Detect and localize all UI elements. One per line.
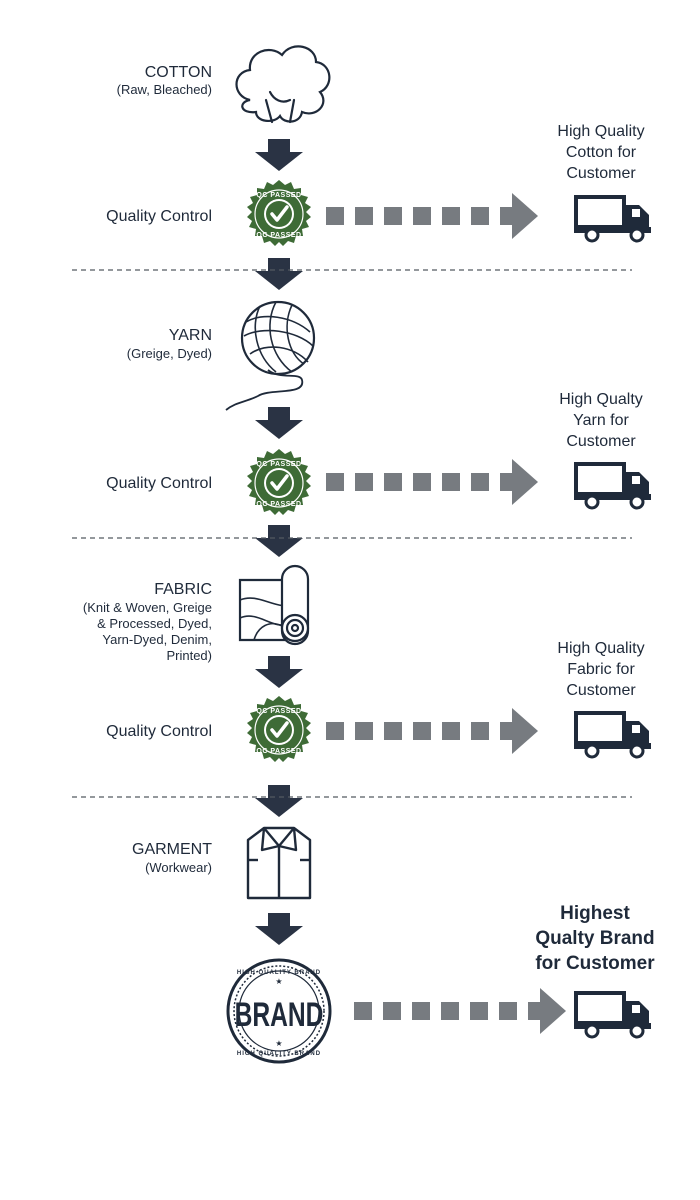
stage-subtitle-garment: (Workwear) (145, 860, 212, 875)
qc-passed-badge-icon (245, 178, 313, 248)
yarn-ball-icon (225, 300, 316, 411)
arrow-down-icon (255, 656, 303, 688)
stage-subtitle-fabric: (Knit & Woven, Greige & Processed, Dyed,… (12, 600, 212, 664)
arrow-down-icon (255, 785, 303, 817)
customer-output-fabric: High Quality Fabric for Customer (557, 640, 645, 699)
stage-subtitle-cotton: (Raw, Bleached) (116, 82, 212, 97)
qc-passed-badge-icon (245, 694, 313, 764)
arrow-down-icon (255, 139, 303, 171)
fabric-subtitle-line: Yarn-Dyed, Denim, (102, 632, 212, 647)
arrow-down-icon (255, 913, 303, 945)
truck-icon (572, 462, 653, 510)
fabric-subtitle-line: (Knit & Woven, Greige (82, 600, 212, 615)
svg-text:★: ★ (275, 1039, 282, 1048)
stage-subtitle-yarn: (Greige, Dyed) (126, 346, 212, 361)
shirt-icon (246, 826, 312, 900)
dashed-arrow-right-icon (354, 988, 566, 1034)
dashed-arrow-right-icon (326, 459, 538, 505)
stage-title-cotton: COTTON (144, 64, 212, 81)
truck-icon (572, 711, 653, 759)
svg-text:HIGH QUALITY BRAND: HIGH QUALITY BRAND (237, 1051, 321, 1057)
svg-text:BRAND: BRAND (235, 996, 324, 1034)
customer-output-cotton: High Quality Cotton for Customer (557, 123, 645, 182)
truck-icon (572, 195, 653, 243)
dashed-arrow-right-icon (326, 193, 538, 239)
fabric-subtitle-line: & Processed, Dyed, (97, 616, 212, 631)
stage-title-garment: GARMENT (132, 841, 212, 858)
customer-output-yarn: High Qualty Yarn for Customer (559, 391, 643, 450)
truck-icon (572, 991, 653, 1039)
svg-text:★: ★ (275, 977, 282, 986)
fabric-roll-icon (238, 564, 310, 646)
dashed-arrow-right-icon (326, 708, 538, 754)
qc-label-cotton: Quality Control (106, 208, 212, 225)
svg-text:HIGH QUALITY BRAND: HIGH QUALITY BRAND (237, 970, 321, 976)
cotton-boll-icon (235, 45, 331, 124)
arrow-down-icon (255, 407, 303, 439)
customer-output-brand: Highest Qualty Brand for Customer (535, 903, 655, 974)
fabric-subtitle-line: Printed) (166, 648, 212, 663)
brand-seal-icon: HIGH QUALITY BRAND ★ BRAND ★ HIGH QUALIT… (226, 958, 332, 1064)
qc-label-fabric: Quality Control (106, 723, 212, 740)
qc-passed-badge-icon (245, 447, 313, 517)
arrow-down-icon (255, 525, 303, 557)
stage-title-yarn: YARN (168, 327, 212, 344)
arrow-down-icon (255, 258, 303, 290)
stage-title-fabric: FABRIC (154, 581, 212, 598)
qc-label-yarn: Quality Control (106, 475, 212, 492)
